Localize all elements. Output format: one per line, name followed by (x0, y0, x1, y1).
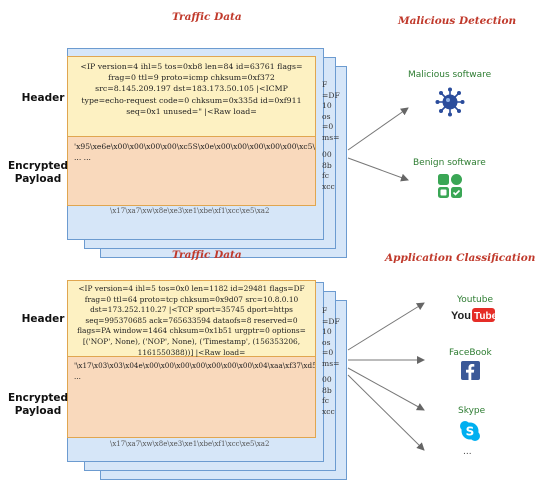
app-grid-icon (438, 174, 462, 198)
svg-text:You: You (451, 310, 471, 322)
skype-label: Skype (458, 406, 486, 416)
bottom-header-label: Header (21, 313, 65, 325)
youtube-logo: You Tube (451, 308, 495, 322)
malicious-software-label: Malicious software (408, 70, 492, 80)
arrow-to-youtube (347, 302, 425, 351)
arrow-to-benign (347, 157, 409, 182)
arrow-to-more (347, 374, 425, 451)
more-apps-ellipsis: ... (463, 447, 472, 457)
svg-text:Tube: Tube (474, 311, 495, 322)
top-header-label: Header (21, 92, 65, 104)
bottom-payload-label: Encrypted Payload (8, 392, 68, 418)
bottom-payload-box: '\x17\x03\x03\x04e\x00\x00\x00\x00\x00\x… (68, 357, 315, 437)
bottom-traffic-data-title: Traffic Data (172, 249, 242, 261)
bottom-back-fragments-2: 00 8b fc xcc (322, 375, 335, 416)
top-payload-box: 'x95\xe6e\x00\x00\x00\x00\xc5S\x0e\x00\x… (68, 137, 315, 205)
top-traffic-data-title: Traffic Data (172, 11, 242, 23)
top-back-fragments-2: 00 8b fc xcc (322, 150, 335, 191)
benign-software-label: Benign software (413, 158, 486, 168)
top-back-bottom-text: \x17\xa7\xw\x8e\xe3\xe1\xbe\xf1\xcc\xe5\… (110, 207, 270, 215)
bottom-header-box: <IP version=4 ihl=5 tos=0x0 len=1182 id=… (68, 281, 315, 357)
top-packet-card: <IP version=4 ihl=5 tos=0xb8 len=84 id=6… (67, 56, 316, 206)
top-payload-label-line1: Encrypted (8, 160, 69, 172)
top-header-box: <IP version=4 ihl=5 tos=0xb8 len=84 id=6… (68, 57, 315, 137)
malicious-detection-title: Malicious Detection (398, 15, 517, 27)
facebook-logo (461, 361, 480, 380)
bottom-back-bottom-text: \x17\xa7\xw\x8e\xe3\xe1\xbe\xf1\xcc\xe5\… (110, 440, 270, 448)
youtube-label: Youtube (457, 295, 493, 305)
bottom-packet-card: <IP version=4 ihl=5 tos=0x0 len=1182 id=… (67, 280, 316, 438)
facebook-label: FaceBook (449, 348, 492, 358)
top-payload-label-line2: Payload (14, 173, 62, 185)
top-payload-label: Encrypted Payload (8, 160, 68, 186)
top-back-fragments: F =DF 10 os =0 ms= (322, 80, 340, 142)
svg-text:S: S (466, 425, 475, 439)
arrow-to-malicious (347, 107, 409, 151)
bottom-payload-label-line2: Payload (14, 405, 62, 417)
virus-icon (435, 87, 465, 117)
skype-logo: S (460, 421, 480, 441)
bottom-payload-label-line1: Encrypted (8, 392, 69, 404)
application-classification-title: Application Classification (385, 252, 536, 264)
arrow-to-skype (347, 367, 425, 411)
bottom-back-fragments: F =DF 10 os =0 ms= (322, 306, 340, 368)
